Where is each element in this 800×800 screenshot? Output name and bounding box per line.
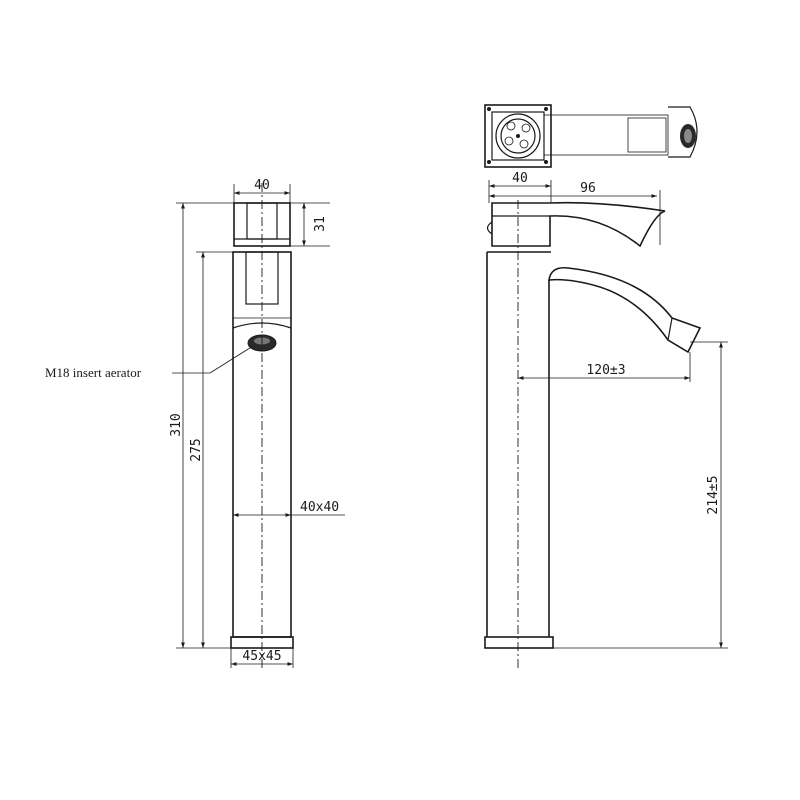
side-spout: [548, 266, 702, 354]
top-view: [484, 104, 698, 168]
aerator-callout: M18 insert aerator: [45, 345, 254, 380]
dim-body-section: 40x40: [233, 500, 345, 517]
dim-handle-height-label: 31: [313, 216, 328, 232]
dim-handle-length: 96: [489, 181, 661, 245]
side-handle: [486, 201, 666, 248]
dim-total-height: 310: [169, 202, 234, 649]
aerator-note: M18 insert aerator: [45, 365, 142, 380]
side-base: [484, 636, 554, 649]
screw-icons: [487, 107, 548, 164]
front-view: 40 31 310 275 40x40: [45, 178, 345, 668]
side-view: 40 96 120±3 214±5: [484, 171, 728, 668]
dim-total-height-label: 310: [169, 413, 184, 436]
dim-handle-height: 31: [290, 202, 330, 247]
dim-front-top-width-label: 40: [254, 178, 270, 193]
dim-spout-reach: 120±3: [518, 352, 691, 382]
dim-body-height-label: 275: [189, 438, 204, 461]
cartridge-icon: [495, 113, 541, 159]
dim-side-top-width-label: 40: [512, 171, 528, 186]
spout-outlet-icon: [680, 124, 696, 148]
dim-front-top-width: 40: [233, 178, 291, 203]
dim-body-height: 275: [189, 251, 233, 648]
dim-base-label: 45x45: [242, 649, 281, 664]
dim-handle-length-label: 96: [580, 181, 596, 196]
dim-body-section-label: 40x40: [300, 500, 339, 515]
dim-spout-reach-label: 120±3: [586, 363, 625, 378]
dim-base: 45x45: [230, 648, 294, 668]
side-body: [486, 251, 551, 637]
dim-side-top-width: 40: [488, 171, 552, 203]
dim-spout-height-label: 214±5: [706, 475, 721, 514]
dim-spout-height: 214±5: [553, 341, 728, 649]
